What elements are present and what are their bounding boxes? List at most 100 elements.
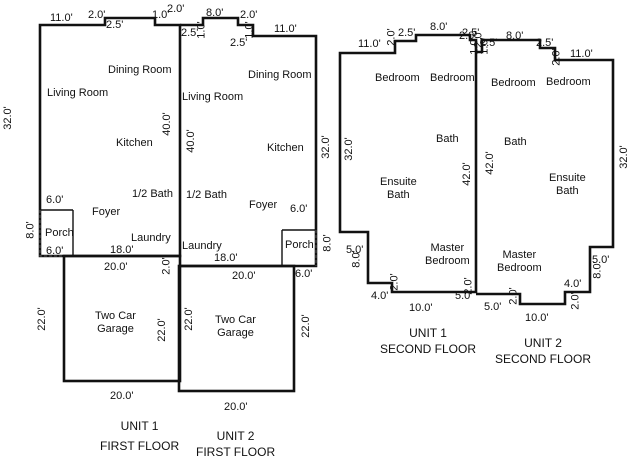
dim-label: 40.0' xyxy=(160,112,173,136)
dim-label: 2.5' xyxy=(480,37,498,49)
room-garage-line1: Two Car xyxy=(215,314,256,326)
room-master-line1: Master xyxy=(502,249,537,261)
room-garage-line2: Garage xyxy=(217,327,254,339)
dim-label: 11.0' xyxy=(570,48,593,60)
room-bedroom: Bedroom xyxy=(491,77,536,89)
dim-label: 18.0' xyxy=(110,244,134,256)
caption-line1: UNIT 2 xyxy=(216,429,255,443)
dim-label: 8.0' xyxy=(206,7,224,19)
room-laundry: Laundry xyxy=(182,240,222,252)
room-kitchen: Kitchen xyxy=(267,142,304,154)
dim-label: 2.0' xyxy=(240,9,258,21)
room-ensuite-bath: Ensuite Bath xyxy=(380,176,417,202)
room-bath: Bath xyxy=(504,136,527,148)
dim-label: 10.0' xyxy=(525,312,549,324)
room-dining-room: Dining Room xyxy=(108,64,172,76)
caption-unit1-first-floor: UNIT 1 FIRST FLOOR xyxy=(100,418,179,454)
dim-label: 4.0' xyxy=(371,290,389,302)
caption-unit2-second-floor: UNIT 2 SECOND FLOOR xyxy=(495,335,591,367)
dim-label: 20.0' xyxy=(224,401,248,413)
dim-label: 8.0' xyxy=(321,234,334,252)
dim-label: 2.5' xyxy=(106,19,124,31)
dim-label: 8.0' xyxy=(24,221,37,239)
dim-label: 8.0' xyxy=(350,250,363,268)
dim-label: 2.5' xyxy=(398,27,416,39)
dim-label: 6.0' xyxy=(46,245,64,257)
room-ensuite-bath: Ensuite Bath xyxy=(549,172,586,198)
room-foyer: Foyer xyxy=(249,199,278,211)
dim-label: 6.0' xyxy=(46,194,64,206)
caption-line1: UNIT 1 xyxy=(120,419,159,433)
room-living-room: Living Room xyxy=(47,87,109,99)
dim-label: 5.0' xyxy=(592,254,610,266)
dim-label: 2.0' xyxy=(167,3,185,15)
room-garage: Two Car Garage xyxy=(95,310,136,336)
dim-label: 11.0' xyxy=(358,38,381,50)
room-ensuite-line1: Ensuite xyxy=(380,176,417,188)
caption-unit1-second-floor: UNIT 1 SECOND FLOOR xyxy=(380,325,476,357)
u2-second-floor-outline xyxy=(476,38,615,306)
room-half-bath: 1/2 Bath xyxy=(132,188,173,200)
dim-label: 4.0' xyxy=(564,278,582,290)
room-porch: Porch xyxy=(285,239,314,251)
dim-label: 22.0' xyxy=(155,318,168,342)
dim-label: 5.0' xyxy=(346,244,364,256)
room-garage-line2: Garage xyxy=(97,323,134,335)
dim-label: 1.0' xyxy=(152,9,170,21)
dim-label: 2.0' xyxy=(569,292,582,310)
dim-label: 32.0' xyxy=(1,106,14,130)
caption-line2: FIRST FLOOR xyxy=(100,439,180,453)
dim-label: 22.0' xyxy=(182,307,195,331)
room-kitchen: Kitchen xyxy=(116,137,153,149)
dim-label: 18.0' xyxy=(214,252,238,264)
dim-label: 42.0' xyxy=(460,162,473,186)
dim-label: 22.0' xyxy=(35,307,48,331)
dim-label: 1.0' xyxy=(478,37,491,55)
room-living-room: Living Room xyxy=(182,91,244,103)
room-garage: Two Car Garage xyxy=(215,314,256,340)
dim-label: 2.5' xyxy=(462,27,480,39)
dim-label: 6.0' xyxy=(290,203,308,215)
room-ensuite-line2: Bath xyxy=(387,189,410,201)
room-ensuite-line2: Bath xyxy=(556,185,579,197)
dim-label: 2.5' xyxy=(536,37,554,49)
room-porch: Porch xyxy=(45,227,74,239)
dim-label: 11.0' xyxy=(274,23,297,35)
dim-label: 1.0' xyxy=(243,21,256,39)
room-dining-room: Dining Room xyxy=(248,69,312,81)
dim-label: 32.0' xyxy=(319,135,332,159)
dim-label: 40.0' xyxy=(184,129,197,153)
dim-label: 2.5' xyxy=(230,37,248,49)
room-master-line1: Master xyxy=(430,242,465,254)
u2-garage-outline xyxy=(177,264,296,393)
room-master-bedroom: Master Bedroom xyxy=(497,249,542,275)
caption-line1: UNIT 1 xyxy=(409,326,447,340)
dim-label: 8.0' xyxy=(430,21,448,33)
dim-label: 2.0' xyxy=(385,28,398,46)
dim-label: 20.0' xyxy=(110,390,134,402)
dim-label: 8.0' xyxy=(506,30,524,42)
room-laundry: Laundry xyxy=(131,232,171,244)
dim-label: 22.0' xyxy=(299,314,312,338)
dim-label: 5.0' xyxy=(484,301,502,313)
dim-label: 42.0' xyxy=(483,151,496,175)
dim-label: 32.0' xyxy=(617,145,630,169)
room-bedroom: Bedroom xyxy=(375,72,420,84)
dim-label: 1.0' xyxy=(195,21,208,39)
room-bedroom: Bedroom xyxy=(430,72,475,84)
dim-label: 2.0' xyxy=(507,287,520,305)
dim-label: 11.0' xyxy=(50,12,73,24)
dim-label: 2.0' xyxy=(88,9,106,21)
caption-line1: UNIT 2 xyxy=(524,336,562,350)
dim-label: 2.5' xyxy=(181,27,199,39)
dim-label: 2.0' xyxy=(388,273,401,291)
u1-porch-dashed xyxy=(39,210,64,257)
u2-first-floor-outline xyxy=(180,16,318,268)
room-master-line2: Bedroom xyxy=(497,262,542,274)
room-foyer: Foyer xyxy=(92,206,121,218)
dim-label: 20.0' xyxy=(104,261,128,273)
caption-unit2-first-floor: UNIT 2 FIRST FLOOR xyxy=(196,428,275,460)
dim-label: 10.0' xyxy=(409,302,433,314)
room-half-bath: 1/2 Bath xyxy=(186,189,227,201)
